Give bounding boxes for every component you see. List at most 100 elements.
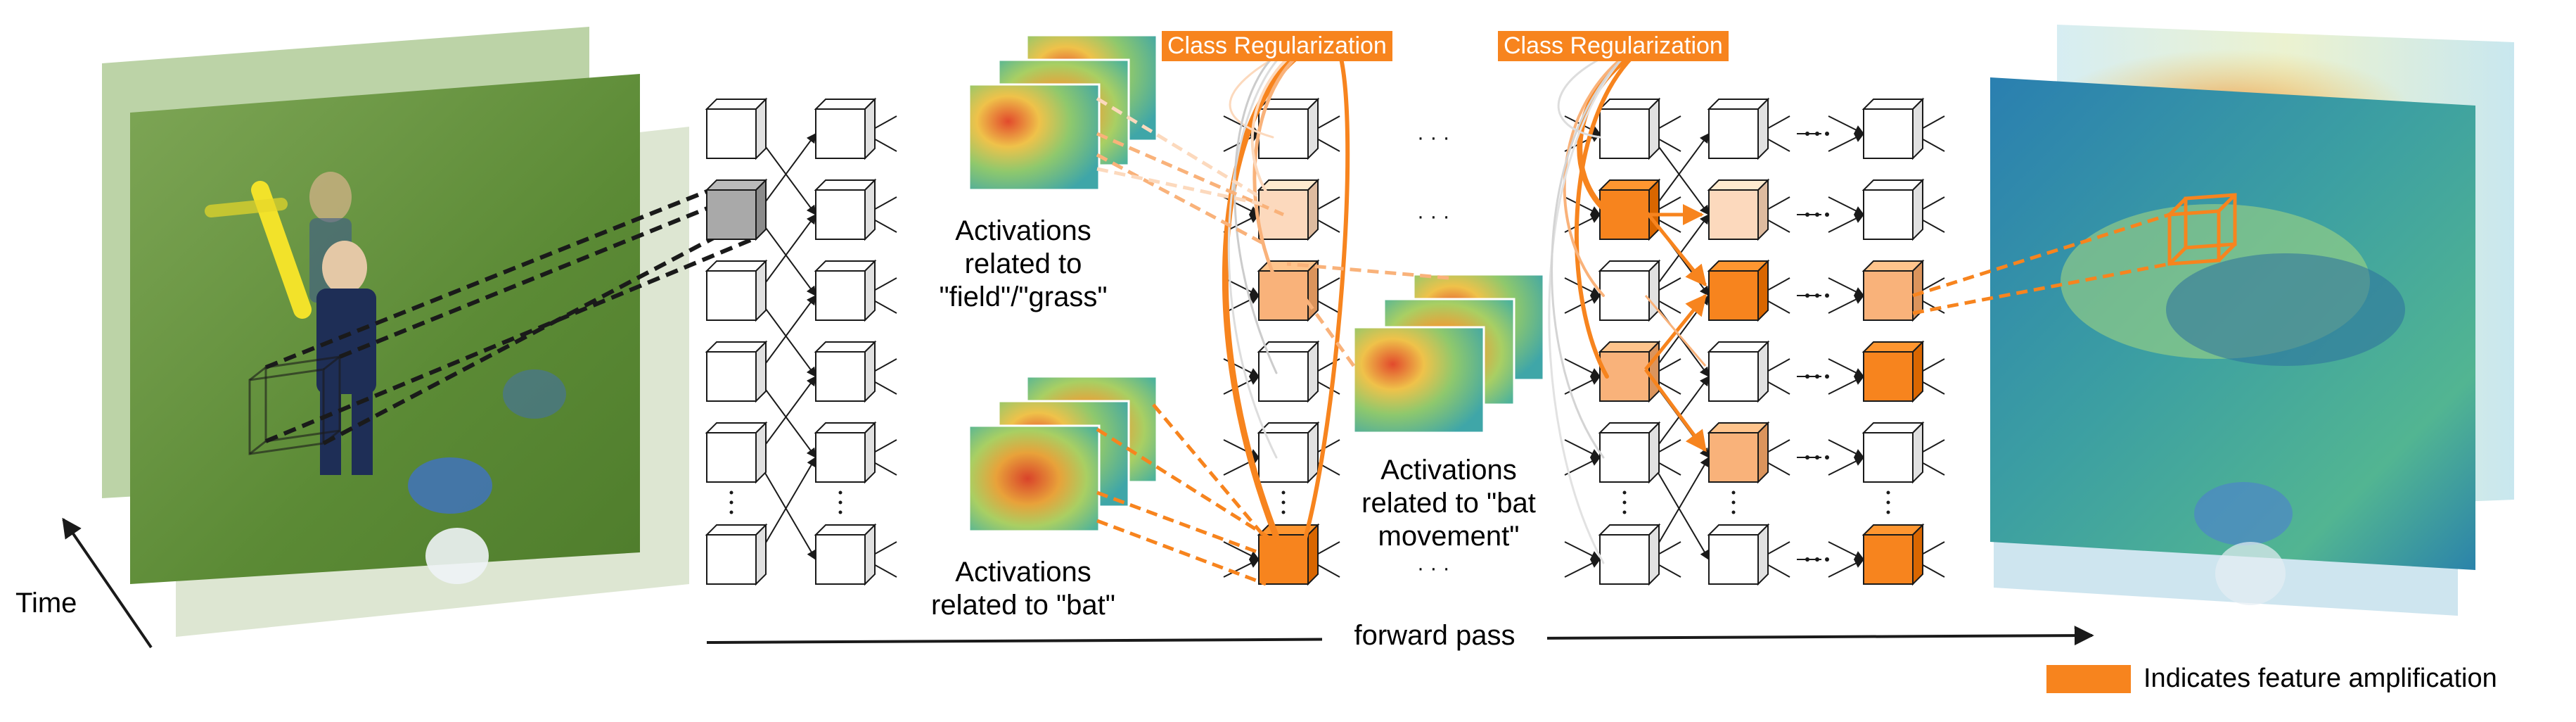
vertical-ellipsis-dot [1622,500,1627,505]
layer-block [1861,259,1925,322]
layer-block [1861,178,1925,241]
activations-movement-line1: Activations [1380,455,1517,486]
layer-block [1598,97,1661,160]
vertical-ellipsis-dot [1731,510,1736,514]
connection-line [1828,133,1865,152]
horizontal-ellipsis-dot [1805,557,1809,562]
activations-movement-line2: related to "bat [1361,488,1536,519]
vertical-ellipsis-dot [838,490,842,495]
activations-movement-line3: movement" [1378,521,1520,552]
activations-field-line2: related to [964,248,1082,280]
ellipsis-col1-bot: · · · [1417,557,1450,580]
vertical-ellipsis-dot [838,500,842,505]
activations-field-label: Activations related to "field"/"grass" [904,215,1143,315]
heatmap-stack-bat [968,375,1158,533]
connection-line [1828,115,1865,134]
layer-block [814,421,877,484]
layer-block [705,523,768,586]
layer-block [1257,259,1320,322]
connection-line [1223,295,1260,314]
horizontal-ellipsis-dot [1815,374,1819,379]
connection-line [1828,277,1865,296]
horizontal-ellipsis-dot [1805,293,1809,298]
horizontal-ellipsis-dot [1825,557,1829,562]
horizontal-ellipsis-dot [1825,374,1829,379]
layer-block [1707,421,1770,484]
connection-line [1564,358,1601,377]
legend-swatch [2046,665,2131,693]
connection-line [1223,541,1260,560]
horizontal-ellipsis-dot [1815,293,1819,298]
legend-label: Indicates feature amplification [2144,664,2497,693]
connection-line [1223,376,1260,395]
layer-block [1257,340,1320,403]
horizontal-ellipsis-dot [1805,213,1809,217]
horizontal-ellipsis-dot [1805,455,1809,460]
horizontal-ellipsis-dot [1815,132,1819,136]
activations-bat-label: Activations related to "bat" [904,556,1143,622]
horizontal-ellipsis-dot [1825,213,1829,217]
activations-bat-line1: Activations [955,557,1091,588]
heatmap-stack-field [968,34,1158,191]
vertical-ellipsis-dot [1731,490,1736,495]
connection-line [1828,214,1865,233]
amplified-paths [1643,204,1707,452]
layer-block [705,421,768,484]
activations-field-line1: Activations [955,215,1091,246]
activations-movement-label: Activations related to "bat movement" [1329,454,1568,554]
layer-block [814,97,877,160]
connection-line [1223,559,1260,578]
layer-block [1707,523,1770,586]
layer-block [814,523,877,586]
layer-block [1861,523,1925,586]
layer-block [705,178,768,241]
layer-block [1598,421,1661,484]
projection-lines-left [264,186,757,445]
input-video-frames [102,27,689,637]
activations-field-line3: "field"/"grass" [939,281,1108,313]
connection-line [1564,439,1601,458]
connection-line [1828,559,1865,578]
ellipsis-col1-top: · · · [1417,126,1450,149]
connection-line [1828,376,1865,395]
layer-block [1707,340,1770,403]
connection-line [1564,277,1601,296]
vertical-ellipsis-dot [1622,490,1627,495]
layer-block [814,259,877,322]
time-arrow [62,517,153,649]
layer-block [1257,97,1320,160]
connection-line [1828,358,1865,377]
connection-line [1564,559,1601,578]
vertical-ellipsis-dot [1622,510,1627,514]
ellipsis-col1-mid: · · · [1417,205,1450,228]
class-regularization-tag-1: Class Regularization [1162,31,1392,62]
horizontal-ellipsis-dot [1815,455,1819,460]
connection-line [1828,439,1865,458]
vertical-ellipsis-dot [1886,510,1890,514]
horizontal-ellipsis-dot [1815,213,1819,217]
vertical-ellipsis-dot [1886,500,1890,505]
connection-line [1223,439,1260,458]
vertical-ellipsis-dot [729,510,733,514]
horizontal-ellipsis-dot [1825,132,1829,136]
network-blocks [705,97,1945,586]
layer-block [1861,97,1925,160]
time-label: Time [15,588,77,619]
class-regularization-tag-2: Class Regularization [1498,31,1729,62]
layer-block [705,259,768,322]
layer-block [814,178,877,241]
layer-block [1598,523,1661,586]
layer-block [1707,259,1770,322]
vertical-ellipsis-dot [1281,500,1286,505]
layer-block [1598,259,1661,322]
vertical-ellipsis-dot [729,500,733,505]
projection-lines-right [1912,213,2170,315]
horizontal-ellipsis-dot [1805,374,1809,379]
layer-block [705,97,768,160]
activations-bat-line2: related to "bat" [931,590,1115,621]
connection-line [1828,196,1865,215]
heatmap-stack-bat-movement [1352,273,1545,434]
layer-block [1861,421,1925,484]
